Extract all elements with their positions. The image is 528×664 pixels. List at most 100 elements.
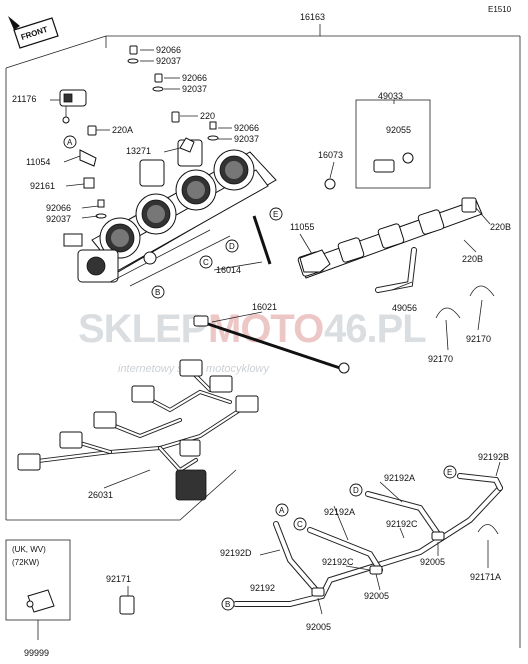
svg-text:B: B (225, 600, 230, 609)
label-49056: 49056 (392, 303, 417, 313)
screw-220 (171, 111, 180, 123)
diagram-frame (5, 24, 521, 648)
label-16021: 16021 (252, 302, 277, 312)
throttle-bore-3 (175, 169, 217, 211)
label-92066-1: 92066 (156, 45, 181, 55)
clamp-92171A (477, 524, 499, 535)
label-92066-4: 92066 (46, 203, 71, 213)
callout-D-lower: D (349, 483, 363, 497)
svg-text:A: A (67, 138, 73, 147)
label-92005-3: 92005 (306, 622, 331, 632)
svg-text:E: E (447, 468, 452, 477)
svg-text:A: A (279, 506, 285, 515)
screw-220A (87, 125, 97, 136)
label-92170-2: 92170 (466, 334, 491, 344)
label-92161: 92161 (30, 181, 55, 191)
label-11055: 11055 (290, 222, 314, 232)
throttle-bore-2 (135, 193, 177, 235)
screw-92066-top (127, 45, 139, 64)
svg-text:E: E (273, 210, 278, 219)
throttle-body-assembly (63, 139, 277, 287)
label-92192B: 92192B (478, 452, 509, 462)
callout-E-lower: E (443, 465, 457, 479)
label-92192A-1: 92192A (384, 473, 415, 483)
label-16163: 16163 (300, 12, 325, 22)
region-part-99999 (26, 589, 55, 613)
label-16014: 16014 (216, 265, 241, 275)
label-92005-2: 92005 (364, 591, 389, 601)
svg-text:C: C (203, 258, 209, 267)
watermark-brand-right: 46.PL (324, 307, 426, 351)
front-marker: FRONT (8, 16, 59, 49)
region-note-line2: (72KW) (12, 558, 39, 567)
svg-text:C: C (297, 520, 303, 529)
fitting-92005-b (369, 565, 383, 575)
label-21176: 21176 (12, 94, 36, 104)
svg-text:D: D (229, 242, 235, 251)
callout-A-lower: A (275, 503, 289, 517)
label-13271: 13271 (126, 146, 151, 156)
label-220A: 220A (112, 125, 133, 135)
front-arrow-icon (8, 16, 20, 30)
svg-text:D: D (353, 486, 359, 495)
label-220B-1: 220B (490, 222, 511, 232)
label-49033: 49033 (378, 91, 403, 101)
callout-C-lower: C (293, 517, 307, 531)
callout-D-upper: D (225, 239, 239, 253)
label-92055: 92055 (386, 125, 411, 135)
label-92192: 92192 (250, 583, 275, 593)
region-note-line1: (UK, WV) (12, 545, 46, 554)
label-92066-2: 92066 (182, 73, 207, 83)
leader-lines (37, 36, 501, 640)
watermark: SKLEP MOTO 46.PL internetowy sklep motoc… (78, 307, 427, 375)
injector-detail-92055 (324, 99, 431, 190)
vacuum-hose-network (233, 473, 503, 607)
fitting-92161 (83, 177, 95, 189)
label-26031: 26031 (88, 490, 113, 500)
label-92192A-2: 92192A (324, 507, 355, 517)
label-92037-1: 92037 (156, 56, 181, 66)
callout-B-upper: B (151, 285, 165, 299)
fuel-rail-assembly (297, 197, 483, 293)
label-92192C-2: 92192C (322, 557, 354, 567)
label-92171A: 92171A (470, 572, 501, 582)
grommet-16073 (324, 178, 336, 190)
label-92037-4: 92037 (46, 214, 71, 224)
callout-E-upper: E (269, 207, 283, 221)
bracket-11055 (299, 249, 331, 273)
label-92192D: 92192D (220, 548, 252, 558)
watermark-brand-left: SKLEP (78, 307, 207, 351)
part-labels: 16163 92066 92037 92066 92037 21176 220A… (12, 12, 511, 658)
clamp-92170-b (469, 285, 495, 297)
fitting-92005-a (311, 587, 325, 597)
label-220B-2: 220B (462, 254, 483, 264)
label-92066-3: 92066 (234, 123, 259, 133)
diagram-code: E1510 (488, 5, 512, 14)
label-16073: 16073 (318, 150, 343, 160)
rod-16014 (252, 215, 272, 265)
wiring-harness-26031 (17, 359, 259, 501)
label-11054: 11054 (26, 157, 50, 167)
screw-92066-third (207, 121, 219, 141)
hose-11054 (79, 149, 97, 167)
label-220: 220 (200, 111, 215, 121)
screw-92066-second (152, 73, 164, 92)
callout-A-upper: A (63, 135, 77, 149)
label-92037-2: 92037 (182, 84, 207, 94)
bracket-13271 (179, 137, 195, 153)
throttle-bore-4 (213, 149, 255, 191)
cable-16021 (193, 315, 350, 374)
callout-B-lower: B (221, 597, 235, 611)
label-92037-3: 92037 (234, 134, 259, 144)
throttle-bore-1 (99, 217, 141, 259)
label-92005-1: 92005 (420, 557, 445, 567)
sensor-21176 (59, 89, 87, 124)
clamp-92170-a (435, 307, 461, 319)
label-92171: 92171 (106, 574, 131, 584)
label-92170-1: 92170 (428, 354, 453, 364)
svg-text:B: B (155, 288, 160, 297)
clip-92171 (119, 595, 135, 615)
screw-92066-fourth (95, 199, 107, 219)
